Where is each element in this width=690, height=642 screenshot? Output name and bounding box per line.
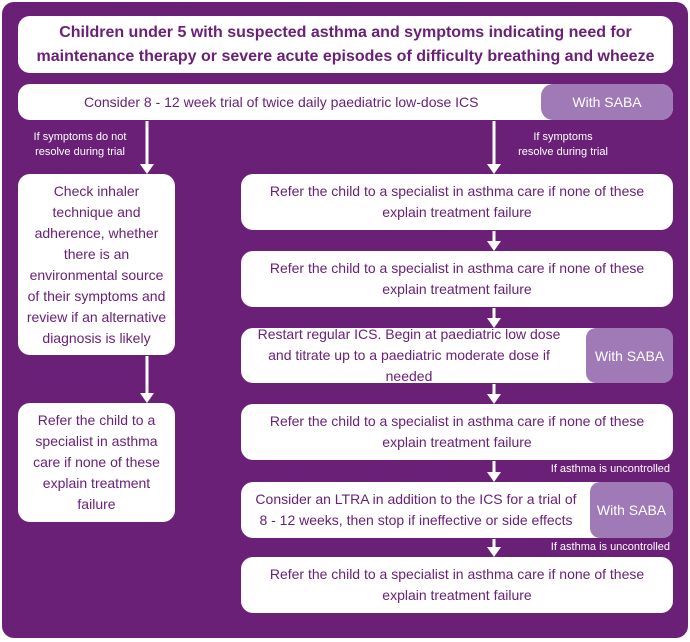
arrowhead-left-1 xyxy=(140,164,154,174)
arrowhead-right-6 xyxy=(487,547,501,557)
left-branch-condition: If symptoms do not resolve during trial xyxy=(33,131,127,158)
arrowhead-right-5 xyxy=(487,472,501,482)
left-refer-box: Refer the child to a specialist in asthm… xyxy=(18,403,175,522)
right-refer-text-3: Refer the child to a specialist in asthm… xyxy=(269,413,645,450)
right-refer-text-2: Refer the child to a specialist in asthm… xyxy=(269,260,645,297)
right-refer-box-2: Refer the child to a specialist in asthm… xyxy=(241,251,673,307)
arrowhead-right-2 xyxy=(487,241,501,251)
left-check-text: Check inhaler technique and adherence, w… xyxy=(26,182,167,346)
restart-saba-tag: With SABA xyxy=(586,328,673,383)
right-refer-text-4: Refer the child to a specialist in asthm… xyxy=(269,566,645,603)
right-branch-condition: If symptoms resolve during trial xyxy=(518,131,608,158)
right-refer-box-1: Refer the child to a specialist in asthm… xyxy=(241,174,673,230)
uncontrolled-note-2: If asthma is uncontrolled xyxy=(550,541,670,553)
arrowhead-left-2 xyxy=(140,393,154,403)
uncontrolled-note-1: If asthma is uncontrolled xyxy=(550,463,670,475)
arrowhead-right-1 xyxy=(487,164,501,174)
left-refer-text: Refer the child to a specialist in asthm… xyxy=(33,412,160,512)
ltra-text: Consider an LTRA in addition to the ICS … xyxy=(255,491,577,528)
left-check-box: Check inhaler technique and adherence, w… xyxy=(18,174,175,355)
right-refer-box-4: Refer the child to a specialist in asthm… xyxy=(241,557,673,613)
arrowhead-right-4 xyxy=(487,394,501,404)
trial-saba-tag: With SABA xyxy=(541,84,673,120)
title-box: Children under 5 with suspected asthma a… xyxy=(18,16,673,73)
ltra-saba-tag: With SABA xyxy=(590,482,673,538)
arrowhead-right-3 xyxy=(487,318,501,328)
right-refer-box-3: Refer the child to a specialist in asthm… xyxy=(241,404,673,460)
right-refer-text-1: Refer the child to a specialist in asthm… xyxy=(269,183,645,220)
page-title: Children under 5 with suspected asthma a… xyxy=(36,23,655,65)
restart-text: Restart regular ICS. Begin at paediatric… xyxy=(257,326,561,384)
trial-text: Consider 8 - 12 week trial of twice dail… xyxy=(84,93,479,110)
